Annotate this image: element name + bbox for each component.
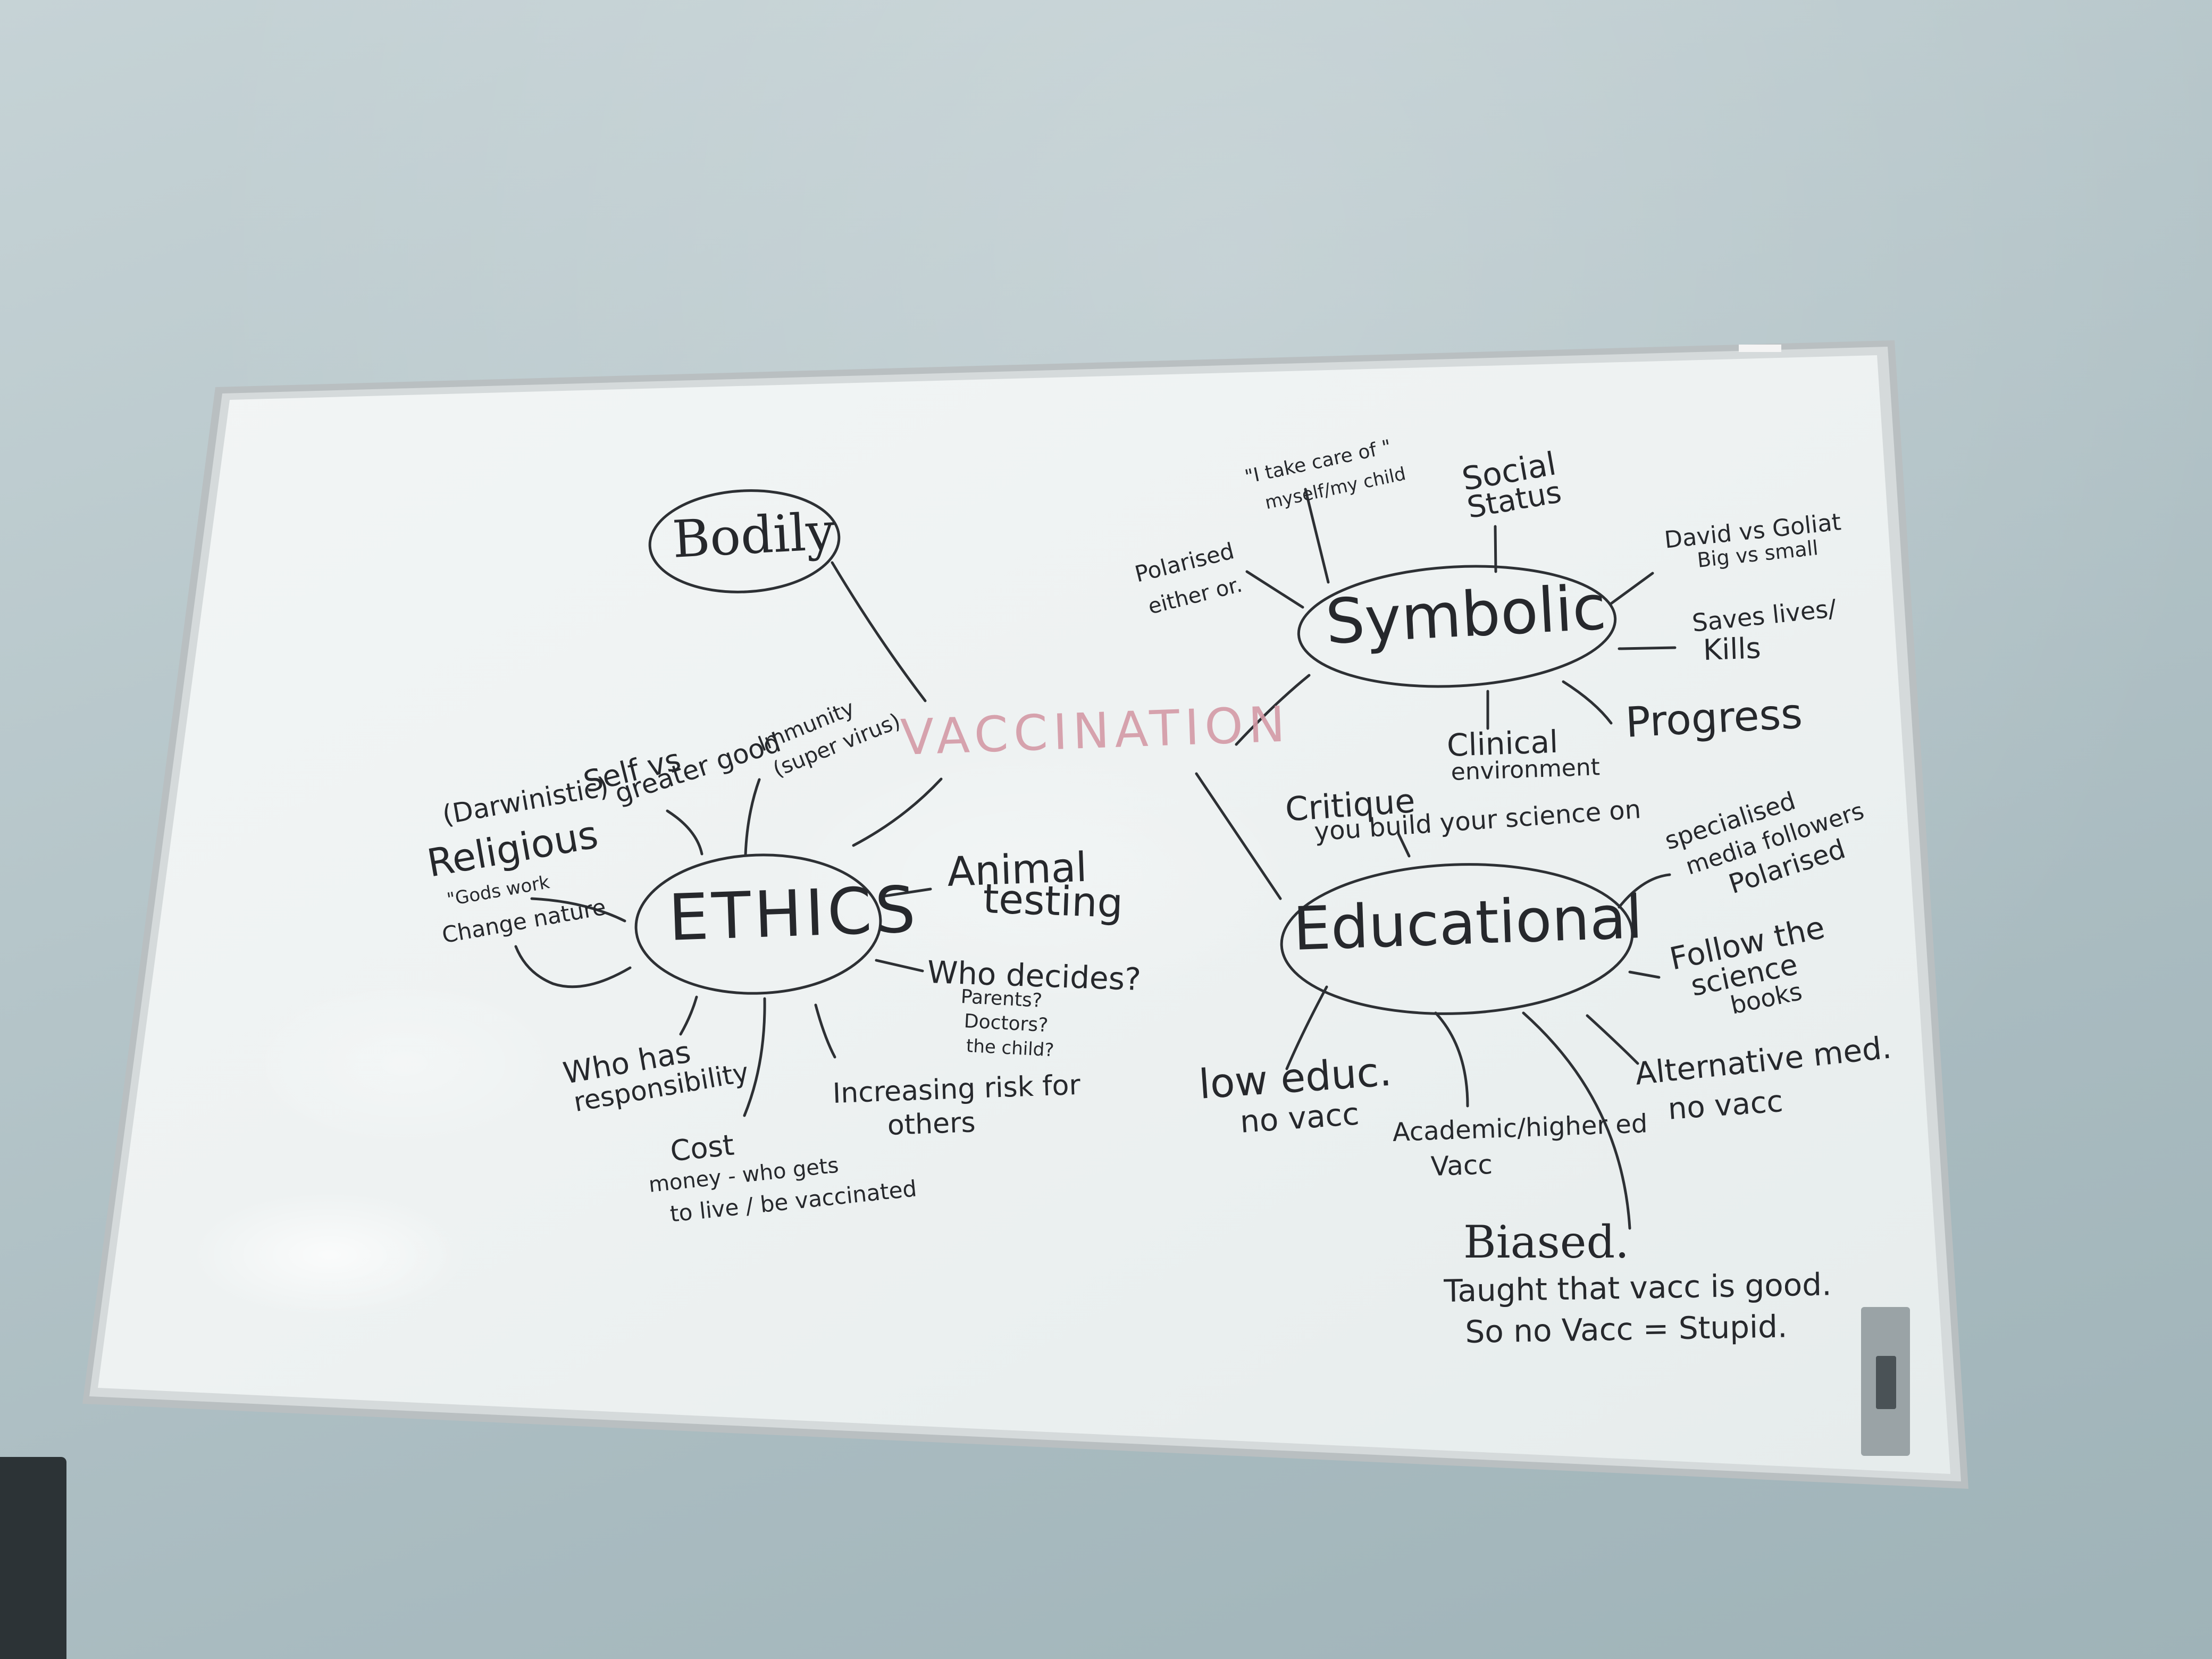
symbolic-label: Symbolic <box>1323 572 1608 658</box>
symbolic-bubble <box>1297 565 1617 688</box>
bodily-bubble <box>648 489 841 593</box>
ethics-bubble <box>634 853 882 995</box>
educational-bubble <box>1280 863 1634 1015</box>
note-taught: Taught that vacc is good. <box>1443 1266 1832 1309</box>
chair-back <box>0 1457 66 1659</box>
note-stupid: So no Vacc = Stupid. <box>1464 1308 1788 1350</box>
note-no-vacc-low: no vacc <box>1238 1095 1361 1140</box>
note-progress: Progress <box>1624 690 1804 747</box>
note-parents: Parents? <box>960 986 1043 1012</box>
note-the-child: the child? <box>966 1035 1055 1061</box>
educational-label: Educational <box>1292 883 1644 964</box>
note-environment: environment <box>1450 753 1601 786</box>
ethics-label: ETHICS <box>667 873 920 956</box>
note-cost: Cost <box>668 1128 736 1168</box>
note-testing: testing <box>982 875 1124 927</box>
note-biased: Biased. <box>1463 1216 1629 1268</box>
note-no-vacc-alt: no vacc <box>1666 1084 1784 1127</box>
note-doctors: Doctors? <box>963 1010 1049 1037</box>
center-topic: VACCINATION <box>899 696 1292 766</box>
note-others: others <box>886 1107 976 1142</box>
bodily-label: Bodily <box>671 501 836 569</box>
note-vacc-academic: Vacc <box>1430 1149 1493 1182</box>
note-kills: Kills <box>1702 631 1762 667</box>
